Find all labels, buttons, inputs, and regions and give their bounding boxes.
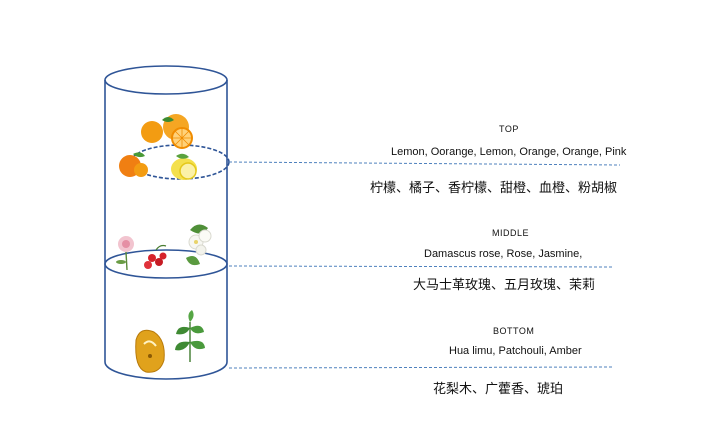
middle-tier-ingredients-cn: 大马士革玫瑰、五月玫瑰、茉莉 [413, 278, 596, 293]
connector-lines [228, 161, 621, 369]
top-tier-title: TOP [499, 124, 519, 134]
bottom-tier-ingredients-en: Hua limu, Patchouli, Amber [449, 345, 582, 357]
middle-tier-title: MIDDLE [492, 228, 530, 238]
middle-connector-line [228, 265, 613, 268]
cylinder-bottom-rim [104, 361, 228, 380]
orange-fruit-icon [141, 114, 193, 149]
patchouli-leaf-icon [175, 310, 205, 362]
amber-stone-icon [135, 329, 165, 373]
rose-flower-icon [116, 236, 134, 271]
bottom-tier-title: BOTTOM [493, 326, 535, 336]
lemon-icon [171, 153, 197, 180]
cylinder-top-rim [104, 65, 228, 95]
red-berries-icon [144, 244, 167, 269]
cylinder [104, 65, 228, 380]
top-connector-line [228, 161, 621, 166]
bottom-connector-line [228, 366, 613, 369]
bottom-tier-ingredients-cn: 花梨木、广藿香、琥珀 [433, 382, 564, 397]
middle-tier-ring [104, 249, 228, 279]
top-tier-ingredients-cn: 柠檬、橘子、香柠檬、甜橙、血橙、粉胡椒 [370, 181, 618, 196]
tangerine-icon [119, 152, 148, 177]
middle-tier-ingredients-en: Damascus rose, Rose, Jasmine, [424, 248, 583, 260]
top-tier-ingredients-en: Lemon, Oorange, Lemon, Orange, Orange, P… [391, 146, 627, 158]
jasmine-flower-icon [186, 224, 212, 266]
